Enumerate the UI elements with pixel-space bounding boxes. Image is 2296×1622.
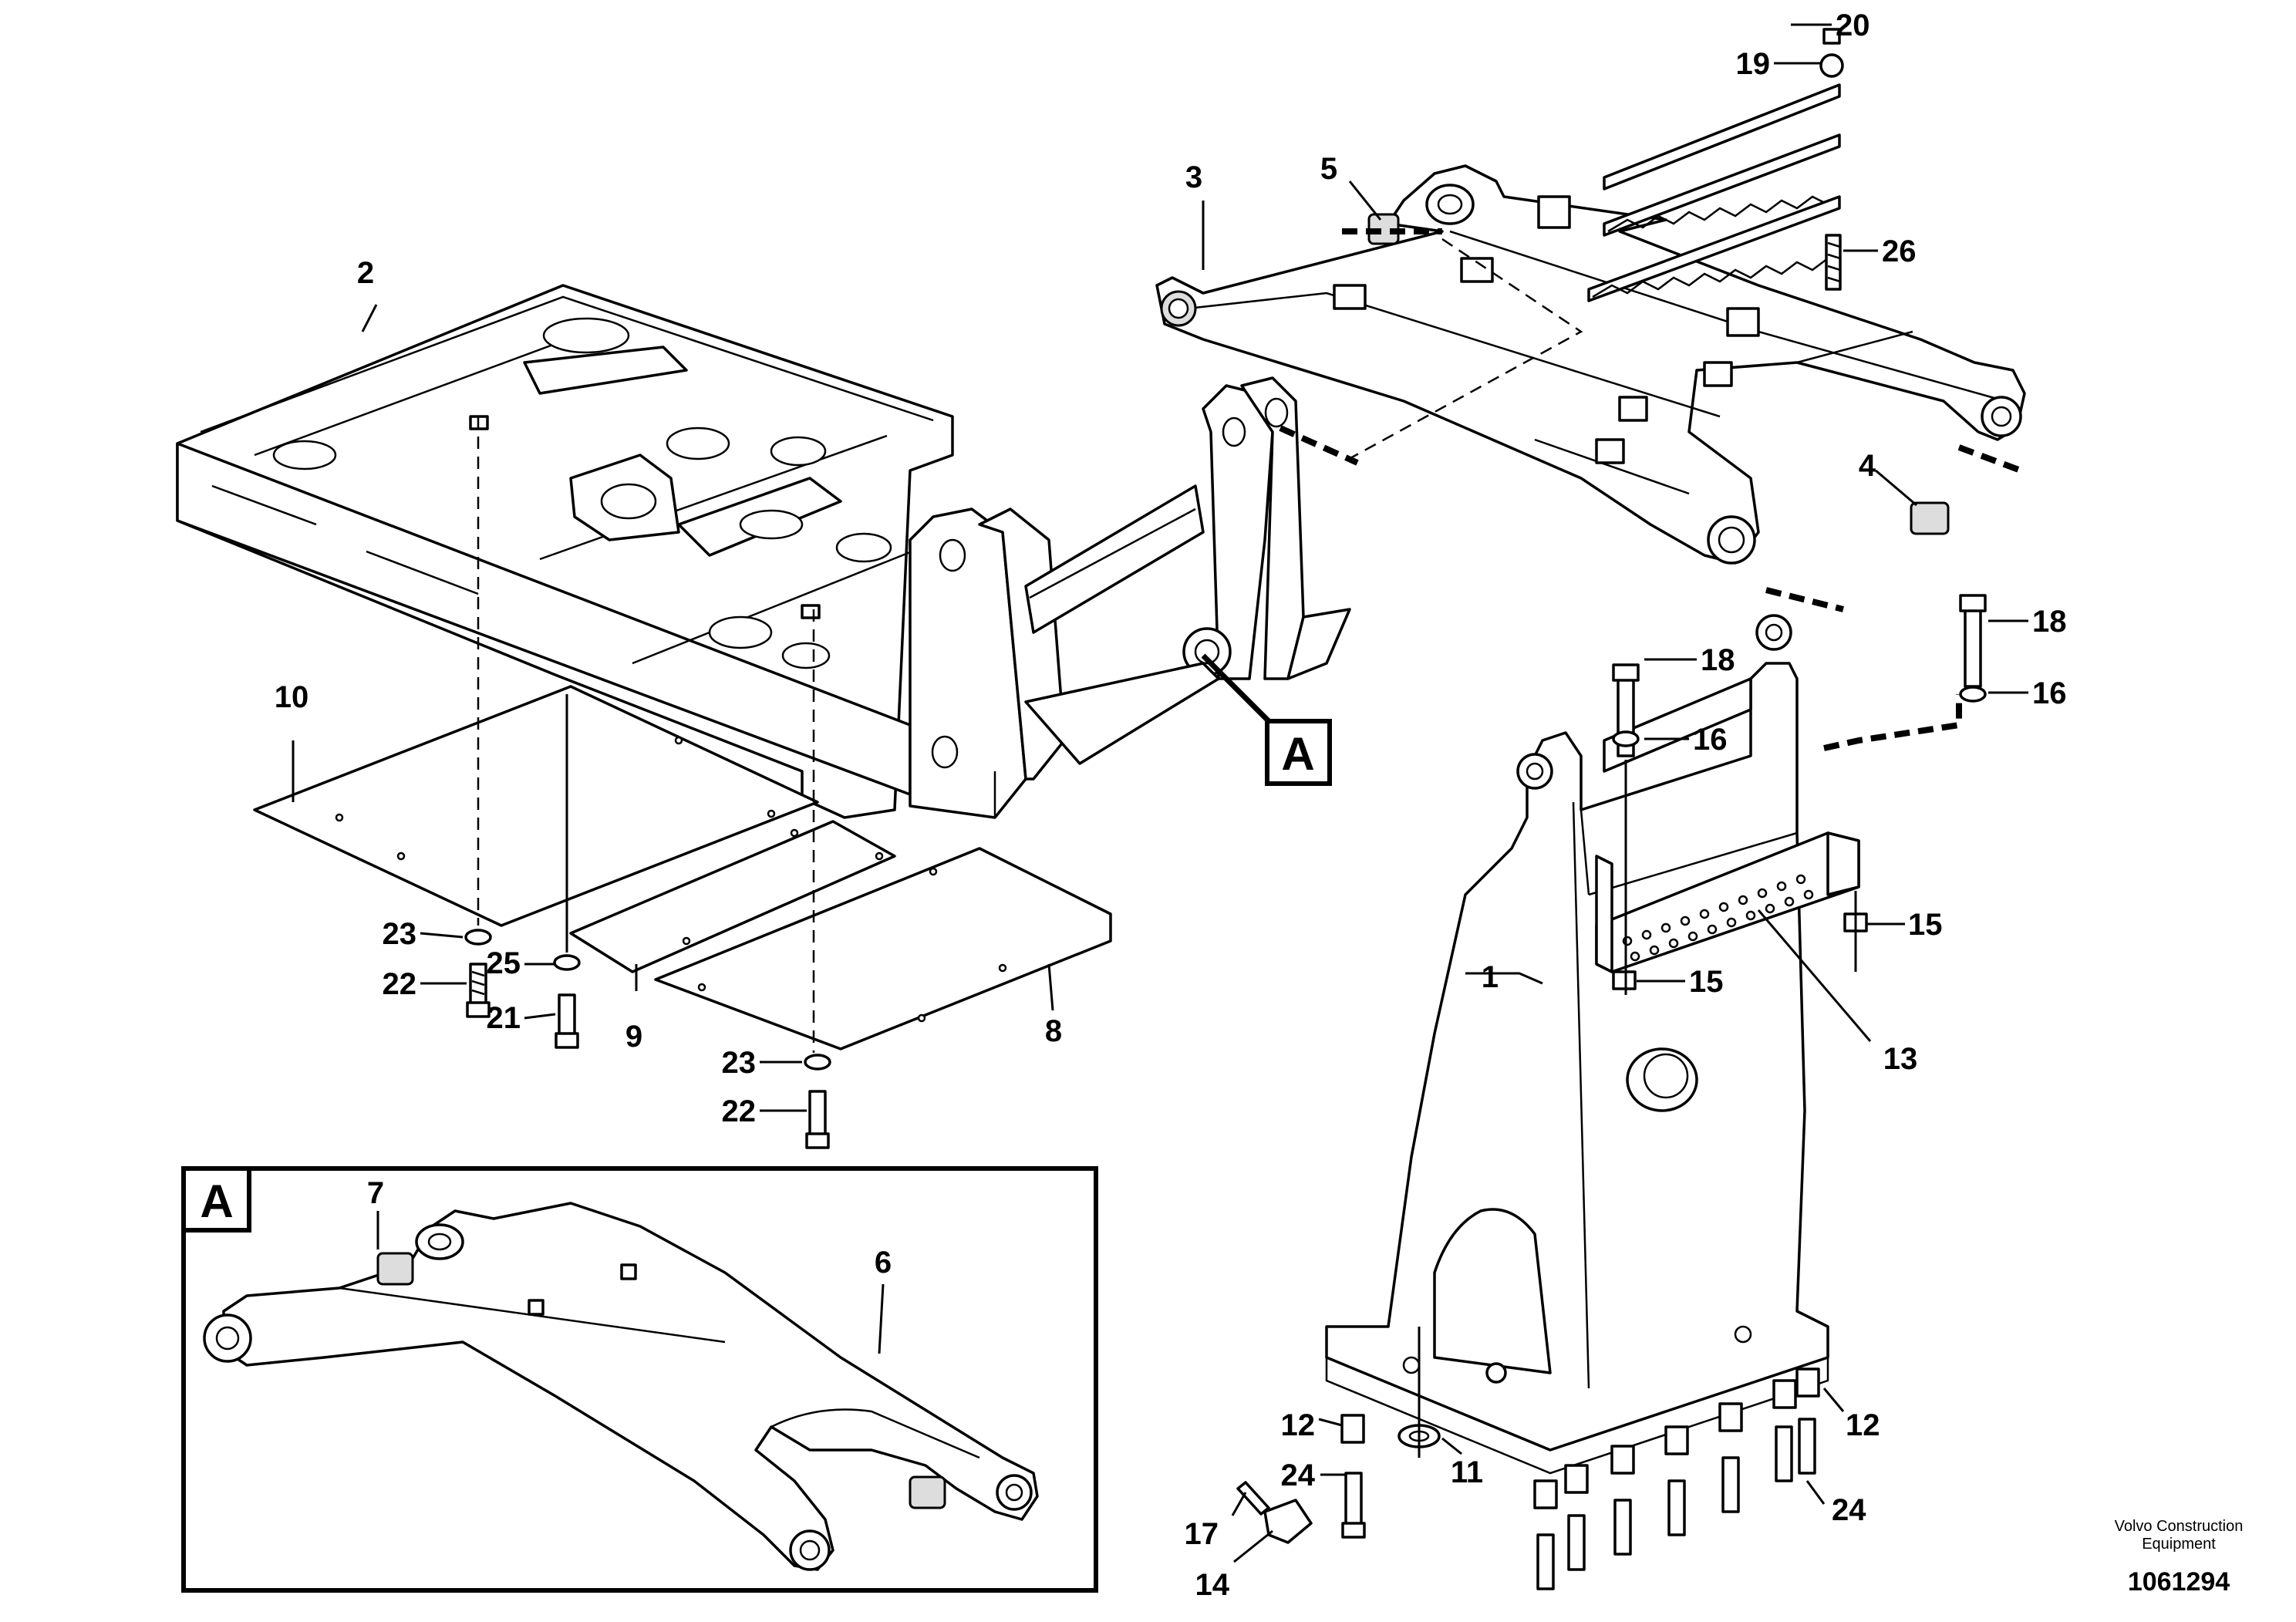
callout-24-left: 24 xyxy=(1281,1458,1316,1492)
detail-marker-letter: A xyxy=(1281,728,1314,780)
callout-10: 10 xyxy=(275,680,309,714)
callout-labels: 1 2 3 4 5 6 7 8 9 10 11 12 12 13 14 15 1… xyxy=(275,8,2067,1602)
cover-plates xyxy=(253,685,1112,1050)
callout-18-right: 18 xyxy=(2032,605,2067,639)
callout-16-right: 16 xyxy=(2032,676,2067,710)
fastener-hardware xyxy=(464,213,1987,1590)
assembly-lines xyxy=(477,228,2022,1458)
callout-15-right: 15 xyxy=(1908,908,1943,942)
callout-22-top: 22 xyxy=(383,967,417,1001)
callout-12-left: 12 xyxy=(1281,1408,1316,1442)
detail-inset-a: A xyxy=(181,1166,1098,1593)
callout-24-right: 24 xyxy=(1832,1493,1866,1527)
callout-21: 21 xyxy=(487,1001,521,1035)
callout-22-bottom: 22 xyxy=(722,1094,757,1128)
document-number: 1061294 xyxy=(2128,1567,2230,1597)
callout-14: 14 xyxy=(1195,1568,1230,1602)
callout-16-left: 16 xyxy=(1693,723,1728,757)
callout-3: 3 xyxy=(1185,160,1202,194)
callout-23-bottom: 23 xyxy=(722,1046,757,1080)
plate-part-10 xyxy=(253,685,819,927)
callout-18-left: 18 xyxy=(1701,643,1735,677)
callout-5: 5 xyxy=(1320,152,1337,186)
upright-part-1 xyxy=(1325,614,1829,1475)
drawing-footer: Volvo Construction Equipment 1061294 xyxy=(2115,1518,2244,1597)
callout-23-top: 23 xyxy=(383,917,417,951)
callout-13: 13 xyxy=(1883,1042,1918,1076)
callout-20: 20 xyxy=(1836,8,1870,42)
bracket-part-13 xyxy=(1595,831,1860,973)
callout-17: 17 xyxy=(1185,1517,1219,1551)
detail-marker: A xyxy=(1265,719,1332,786)
inset-label: A xyxy=(200,1175,233,1227)
callout-7: 7 xyxy=(367,1176,384,1210)
frame-part-2 xyxy=(176,284,1351,819)
arm-frame-part-3 xyxy=(1155,28,2026,565)
callout-19: 19 xyxy=(1736,47,1771,81)
callout-8: 8 xyxy=(1045,1014,1062,1048)
leader-lines xyxy=(292,23,2028,1563)
callout-1: 1 xyxy=(1482,960,1499,994)
callout-9: 9 xyxy=(625,1020,642,1054)
callout-11: 11 xyxy=(1451,1455,1483,1489)
company-name-line2: Equipment xyxy=(2142,1536,2216,1553)
link-part-6 xyxy=(203,1202,1039,1571)
callout-26: 26 xyxy=(1882,234,1917,268)
callout-4: 4 xyxy=(1859,449,1876,483)
bracket-perforations xyxy=(1622,874,1814,962)
callout-12-right: 12 xyxy=(1846,1408,1880,1442)
callout-25: 25 xyxy=(487,946,521,980)
callout-6: 6 xyxy=(875,1246,892,1280)
plate-part-8 xyxy=(654,847,1112,1050)
callout-15-left: 15 xyxy=(1689,965,1724,999)
company-name-line1: Volvo Construction xyxy=(2115,1518,2244,1535)
callout-2: 2 xyxy=(357,256,374,290)
